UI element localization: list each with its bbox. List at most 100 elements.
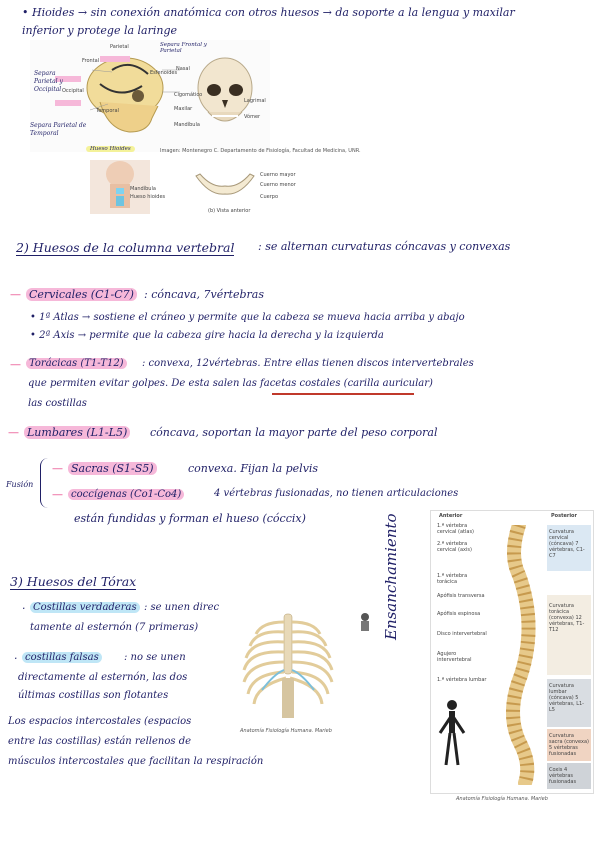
spine-label-agujero: Agujero intervertebral xyxy=(437,651,472,663)
columna-heading-rest: : se alternan curvaturas cóncavas y conv… xyxy=(258,240,511,253)
skeleton-icon xyxy=(438,700,466,766)
toracicas-tag: Torácicas (T1-T12) xyxy=(26,358,127,369)
bullet-dot: · xyxy=(22,602,26,615)
coccigenas-desc: 4 vértebras fusionadas, no tienen articu… xyxy=(214,488,459,499)
spine-label-curv-cervical: Curvatura cervical (cóncava) 7 vértebras… xyxy=(549,529,585,559)
band-coxis xyxy=(547,763,591,789)
coccigenas-tag: coccígenas (Co1-Co4) xyxy=(68,489,185,500)
ribcage-illustration xyxy=(242,613,334,718)
atlas-line: • 1ª Atlas → sostiene el cráneo y permit… xyxy=(30,312,465,323)
note-parietal-temporal: Separa Parietal de Temporal xyxy=(30,122,87,137)
bullet-dash: — xyxy=(10,288,21,301)
thorax-caption: Anatomía Fisiología Humana. Marieb xyxy=(240,728,332,734)
cervicales-desc: : cóncava, 7vértebras xyxy=(144,288,264,301)
spine-figure: Anterior Posterior 1.ª vértebra cervical… xyxy=(430,510,594,794)
spine-anterior: Anterior xyxy=(439,513,463,519)
falsas-desc: : no se unen xyxy=(124,652,186,663)
hyoid-label-cuerno-menor: Cuerno menor xyxy=(260,182,296,188)
skull-label-temporal: Temporal xyxy=(96,108,119,114)
skull-label-nasal: Nasal xyxy=(176,66,190,72)
falsas-line-2: directamente al esternón, las dos xyxy=(18,672,188,683)
skull-illustration xyxy=(86,57,253,133)
spine-label-coxis: Coxis 4 vértebras fusionadas xyxy=(549,767,577,785)
note-frontal-parietal: Separa Frontal y Parietal xyxy=(160,42,207,54)
spine-label-atlas: 1.ª vértebra cervical (atlas) xyxy=(437,523,475,535)
skull-credit: Imagen: Montenegro C. Departamento de Fi… xyxy=(160,148,361,154)
columna-heading: 2) Huesos de la columna vertebral xyxy=(16,240,235,256)
neck-label-2: Hueso hioides xyxy=(130,194,166,200)
sacras-tag: Sacras (S1-S5) xyxy=(68,462,157,475)
hyoid-label-cuerno-mayor: Cuerno mayor xyxy=(260,172,296,178)
spine-label-espinosa: Apófisis espinosa xyxy=(437,611,481,617)
falsas-line-3: últimas costillas son flotantes xyxy=(18,690,169,701)
band-toracica xyxy=(547,595,591,675)
lumbares-desc: cóncava, soportan la mayor parte del pes… xyxy=(150,426,438,439)
band-lumbar xyxy=(547,679,591,727)
spine-label-l1: 1.ª vértebra lumbar xyxy=(437,677,487,683)
bullet-dash: — xyxy=(10,358,21,371)
espacios-line-2: entre las costillas) están rellenos de xyxy=(8,736,192,747)
spine-caption: Anatomía Fisiología Humana. Marieb xyxy=(456,796,548,802)
skull-label-lagrimal: Lagrimal xyxy=(244,98,266,104)
bullet-dash: — xyxy=(8,426,19,439)
hyoid-label-cuerpo: Cuerpo xyxy=(260,194,279,200)
skull-label-mandibula: Mandíbula xyxy=(174,122,200,128)
neck-illustration xyxy=(106,161,134,208)
skull-label-frontal: Frontal xyxy=(82,58,100,64)
bullet-dash: — xyxy=(52,462,63,475)
spine-label-curv-sacra: Curvatura sacra (convexa) 5 vértebras fu… xyxy=(549,733,589,757)
neck-label-1: Mandíbula xyxy=(130,186,156,192)
falsas-tag: costillas falsas xyxy=(22,652,102,663)
neck-figure xyxy=(90,160,150,214)
skull-label-parietal: Parietal xyxy=(110,44,129,50)
verdaderas-desc: : se unen direc xyxy=(144,602,220,613)
hioides-line-2: inferior y protege la laringe xyxy=(22,24,178,37)
spine-posterior: Posterior xyxy=(551,513,577,519)
thorax-skeleton-icon xyxy=(352,612,378,636)
spine-label-transversa: Apófisis transversa xyxy=(437,593,485,599)
espacios-line-1: Los espacios intercostales (espacios xyxy=(8,716,192,727)
bullet-dash: — xyxy=(52,488,63,501)
red-underline xyxy=(272,393,414,395)
ensanchamiento-note: Ensanchamiento xyxy=(382,513,400,640)
bullet-dot: · xyxy=(14,652,18,665)
hyoid-illustration xyxy=(195,173,255,195)
fusion-label: Fusión xyxy=(6,480,34,489)
skull-label-cigomatico: Cigomático xyxy=(174,92,203,98)
spine-illustration xyxy=(506,525,536,785)
skull-figure xyxy=(30,40,270,152)
verdaderas-tag: Costillas verdaderas xyxy=(30,602,140,613)
spine-label-curv-toracica: Curvatura torácica (convexa) 12 vértebra… xyxy=(549,603,585,633)
espacios-line-3: músculos intercostales que facilitan la … xyxy=(8,756,264,767)
spine-label-t1: 1.ª vértebra torácica xyxy=(437,573,468,585)
verdaderas-line-2: tamente al esternón (7 primeras) xyxy=(30,622,199,633)
torax-heading: 3) Huesos del Tórax xyxy=(10,574,137,590)
highlight-swatch xyxy=(55,76,81,82)
note-parietal-occipital: Separa Parietal y Occipital xyxy=(34,70,63,93)
hyoid-caption: (b) Vista anterior xyxy=(208,208,251,214)
spine-label-curv-lumbar: Curvatura lumbar (cóncava) 5 vértebras, … xyxy=(549,683,584,713)
sacras-desc: convexa. Fijan la pelvis xyxy=(188,462,319,475)
band-cervical xyxy=(547,525,591,571)
skull-label-vomer: Vómer xyxy=(244,114,261,120)
toracicas-line-3: las costillas xyxy=(28,398,87,409)
skull-label-esfenoides: Esfenoides xyxy=(150,70,178,76)
skull-label-maxilar: Maxilar xyxy=(174,106,193,112)
spine-label-axis: 2.ª vértebra cervical (axis) xyxy=(437,541,472,553)
band-sacra xyxy=(547,729,591,761)
thorax-figure xyxy=(226,608,350,724)
lumbares-tag: Lumbares (L1-L5) xyxy=(24,426,131,439)
toracicas-desc: : convexa, 12vértebras. Entre ellas tien… xyxy=(142,358,474,369)
note-hueso-hioides: Hueso Hioides xyxy=(86,146,135,152)
axis-line: • 2ª Axis → permite que la cabeza gire h… xyxy=(30,330,384,341)
hioides-line-1: • Hioides → sin conexión anatómica con o… xyxy=(22,6,515,19)
spine-label-disco: Disco intervertebral xyxy=(437,631,487,637)
toracicas-line-2: que permiten evitar golpes. De esta sale… xyxy=(28,378,433,389)
coccigenas-line-2: están fundidas y forman el hueso (cóccix… xyxy=(74,512,306,525)
highlight-swatch xyxy=(100,56,130,62)
fusion-brace xyxy=(40,458,51,508)
cervicales-tag: Cervicales (C1-C7) xyxy=(26,288,137,301)
hyoid-bone-figure xyxy=(190,170,260,206)
highlight-swatch xyxy=(55,100,81,106)
skull-label-occipital: Occipital xyxy=(62,88,84,94)
